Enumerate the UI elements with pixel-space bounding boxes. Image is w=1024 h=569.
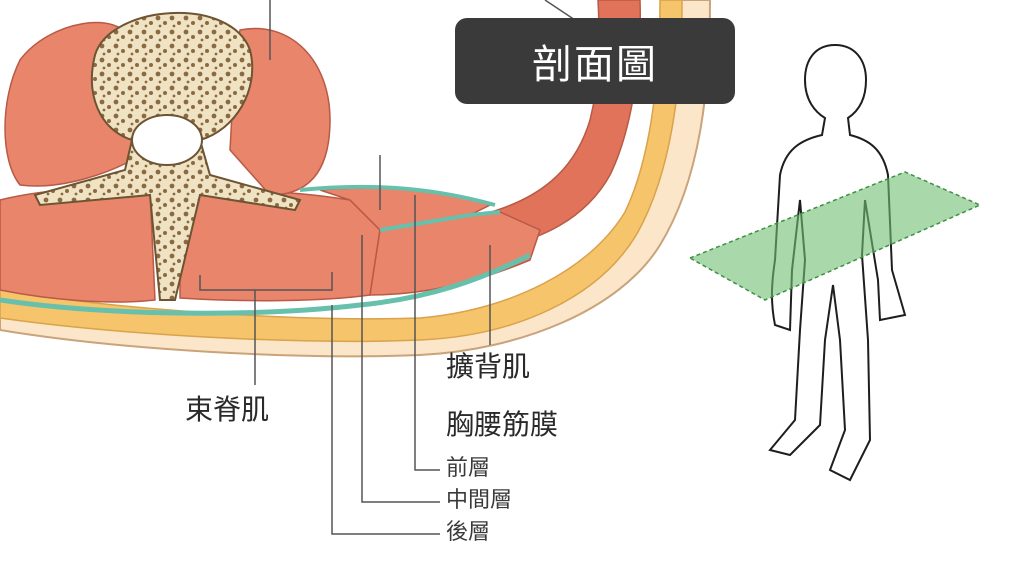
psoas-right-muscle [229, 27, 331, 196]
fascia-anterior-layer [299, 184, 496, 207]
spinal-canal [131, 114, 203, 166]
label-thoracolumbar-fascia: 胸腰筋膜 [446, 408, 559, 441]
label-posterior-layer: 後層 [446, 520, 491, 545]
fascia-middle-layer [379, 210, 501, 232]
fascia-posterior-layer [0, 252, 532, 316]
page-title: 剖面圖 [532, 42, 658, 88]
erector-spinae-muscle [0, 187, 156, 303]
label-latissimus-dorsi: 擴背肌 [446, 350, 531, 383]
label-anterior-layer: 前層 [446, 456, 491, 481]
title-banner: 剖面圖 [455, 18, 735, 104]
label-erector-spinae: 束脊肌 [185, 393, 270, 426]
transverse-plane [688, 171, 982, 301]
label-middle-layer: 中間層 [446, 488, 513, 513]
leader-lines [199, 0, 591, 535]
